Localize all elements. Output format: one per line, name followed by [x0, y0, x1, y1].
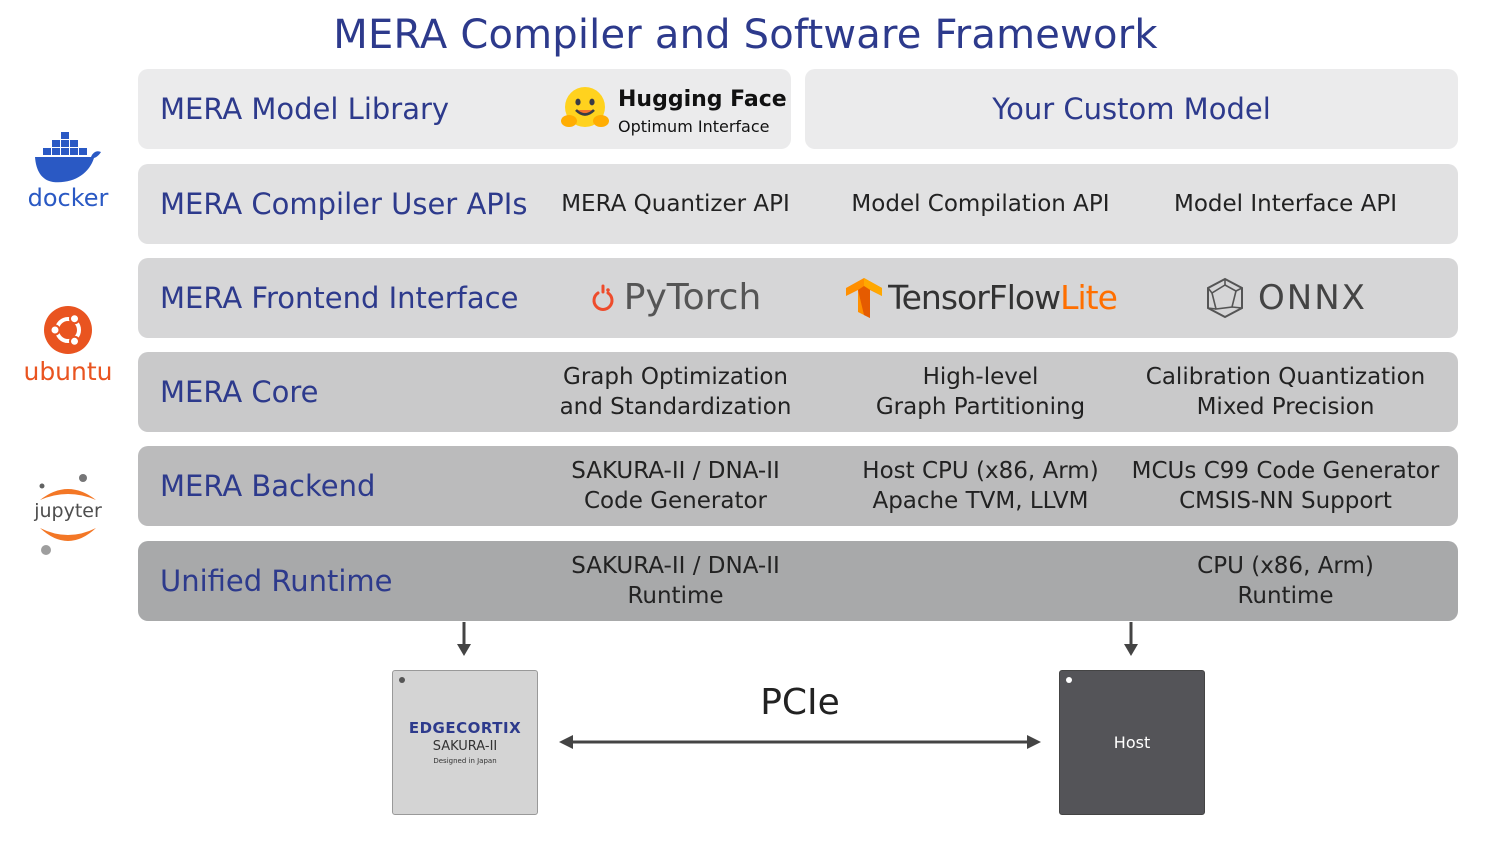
hugging-face-name: Hugging Face	[618, 87, 787, 112]
host-label: Host	[1113, 733, 1151, 752]
tensorflow-text: TensorFlow	[888, 278, 1061, 317]
core-item-line: Calibration Quantization	[1145, 364, 1426, 390]
hugging-face-subtitle: Optimum Interface	[618, 117, 770, 136]
chip-pin1-dot	[399, 677, 405, 683]
tensorflow-icon	[846, 278, 883, 318]
runtime-item-sakura: SAKURA-II / DNA-II Runtime	[518, 541, 833, 621]
chip-tag: Designed in Japan	[433, 757, 497, 765]
pcie-label: PCIe	[760, 682, 840, 723]
onnx-text: ONNX	[1258, 278, 1367, 318]
ubuntu-logo: ubuntu	[18, 305, 118, 386]
docker-whale-icon	[35, 132, 101, 183]
arrow-down-right-icon	[1124, 622, 1138, 656]
tensorflow-lite-text: Lite	[1060, 278, 1118, 317]
backend-item-host-cpu: Host CPU (x86, Arm) Apache TVM, LLVM	[823, 446, 1138, 526]
core-item-graph-partitioning: High-level Graph Partitioning	[823, 352, 1138, 432]
runtime-item-cpu: CPU (x86, Arm) Runtime	[1128, 541, 1443, 621]
runtime-item-line: SAKURA-II / DNA-II	[571, 553, 780, 579]
core-item-line: Mixed Precision	[1196, 394, 1375, 420]
core-item-line: Graph Partitioning	[875, 394, 1086, 420]
runtime-label: Unified Runtime	[160, 564, 393, 598]
backend-row: MERA Backend SAKURA-II / DNA-II Code Gen…	[138, 446, 1458, 526]
custom-model-label: Your Custom Model	[992, 92, 1271, 126]
sakura-chip: EDGECORTIX SAKURA-II Designed in Japan	[392, 670, 538, 815]
compiler-apis-row: MERA Compiler User APIs MERA Quantizer A…	[138, 164, 1458, 244]
backend-item-line: CMSIS-NN Support	[1179, 488, 1392, 514]
backend-item-line: MCUs C99 Code Generator	[1131, 458, 1440, 484]
onnx-logo: ONNX	[1128, 258, 1443, 338]
onnx-icon	[1207, 277, 1244, 319]
jupyter-icon	[39, 474, 96, 555]
runtime-row: Unified Runtime SAKURA-II / DNA-II Runti…	[138, 541, 1458, 621]
backend-label: MERA Backend	[160, 469, 376, 503]
core-item-line: High-level	[922, 364, 1039, 390]
frontend-row: MERA Frontend Interface PyTorch TensorFl…	[138, 258, 1458, 338]
tensorflow-lite-logo: TensorFlow Lite	[823, 258, 1138, 338]
core-item-line: and Standardization	[559, 394, 792, 420]
ubuntu-text: ubuntu	[23, 357, 113, 386]
hugging-face-icon	[561, 87, 609, 127]
backend-item-line: Host CPU (x86, Arm)	[862, 458, 1099, 484]
chip-brand: EDGECORTIX	[408, 719, 522, 737]
compiler-apis-label: MERA Compiler User APIs	[160, 187, 528, 221]
model-compilation-api: Model Compilation API	[851, 191, 1110, 217]
frontend-label: MERA Frontend Interface	[160, 281, 519, 315]
pytorch-logo: PyTorch	[518, 258, 833, 338]
backend-item-mcus: MCUs C99 Code Generator CMSIS-NN Support	[1128, 446, 1443, 526]
jupyter-text: jupyter	[34, 500, 102, 522]
backend-item-line: Code Generator	[584, 488, 767, 514]
pytorch-text: PyTorch	[623, 277, 762, 318]
core-item-calibration: Calibration Quantization Mixed Precision	[1128, 352, 1443, 432]
backend-item-sakura: SAKURA-II / DNA-II Code Generator	[518, 446, 833, 526]
core-item-graph-optimization: Graph Optimization and Standardization	[518, 352, 833, 432]
runtime-item-line: CPU (x86, Arm)	[1197, 553, 1374, 579]
backend-item-line: Apache TVM, LLVM	[872, 488, 1089, 514]
core-row: MERA Core Graph Optimization and Standar…	[138, 352, 1458, 432]
core-item-line: Graph Optimization	[563, 364, 788, 390]
backend-item-line: SAKURA-II / DNA-II	[571, 458, 780, 484]
ubuntu-circle-icon	[44, 306, 92, 354]
pytorch-flame-icon	[592, 284, 614, 311]
core-label: MERA Core	[160, 375, 319, 409]
docker-text: docker	[27, 184, 109, 212]
docker-logo: docker	[18, 130, 118, 212]
model-library-box: MERA Model Library Hugging Face Optimum …	[138, 69, 791, 149]
chip-name: SAKURA-II	[432, 739, 498, 754]
hugging-face-logo: Hugging Face Optimum Interface	[558, 75, 787, 143]
runtime-item-line: Runtime	[627, 583, 724, 609]
host-chip: Host	[1059, 670, 1205, 815]
jupyter-logo: jupyter	[18, 472, 118, 560]
arrow-down-left-icon	[457, 622, 471, 656]
runtime-item-line: Runtime	[1237, 583, 1334, 609]
model-interface-api: Model Interface API	[1173, 191, 1398, 217]
pcie-double-arrow-icon	[559, 735, 1041, 749]
custom-model-box: Your Custom Model	[805, 69, 1458, 149]
model-library-label: MERA Model Library	[160, 92, 450, 126]
quantizer-api: MERA Quantizer API	[561, 191, 790, 217]
page-title: MERA Compiler and Software Framework	[333, 12, 1158, 58]
chip-pin1-dot	[1066, 677, 1072, 683]
